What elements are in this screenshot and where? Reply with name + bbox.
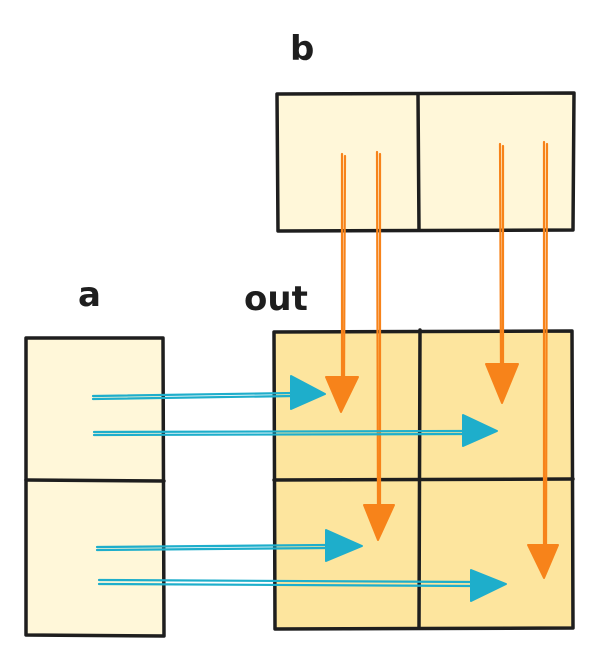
cyan-arrow [92,414,498,447]
matrix-b [275,91,576,233]
b-border [275,91,576,233]
a-border [24,336,166,638]
orange-arrowhead [325,376,359,413]
cyan-arrow [97,569,507,602]
out-cell [274,480,420,629]
b-divider [416,93,421,232]
a-cell [26,338,164,481]
orange-arrow [325,152,359,413]
cyan-arrow [91,375,326,410]
out-cell [420,332,572,480]
b-cell [418,94,574,230]
cyan-arrows [91,375,507,602]
orange-arrowhead [363,504,395,541]
orange-arrowhead [485,363,519,404]
b-cell [277,94,418,230]
cyan-arrowhead [325,529,363,562]
cyan-arrow [95,529,363,562]
a-divider [24,478,166,483]
a-cell [26,481,164,636]
cyan-arrowhead [462,414,498,447]
matrix-a [24,336,166,638]
orange-arrows [325,140,559,579]
orange-arrowhead [527,544,559,579]
label-a: a [78,275,101,315]
label-out: out [244,279,308,319]
orange-arrow [485,142,519,404]
orange-arrow [527,140,559,579]
cyan-arrowhead [470,569,507,602]
cyan-arrowhead [290,375,326,410]
label-b: b [290,29,314,69]
out-border [272,329,575,631]
out-divider-horizontal [272,477,575,482]
orange-arrow [363,150,395,541]
